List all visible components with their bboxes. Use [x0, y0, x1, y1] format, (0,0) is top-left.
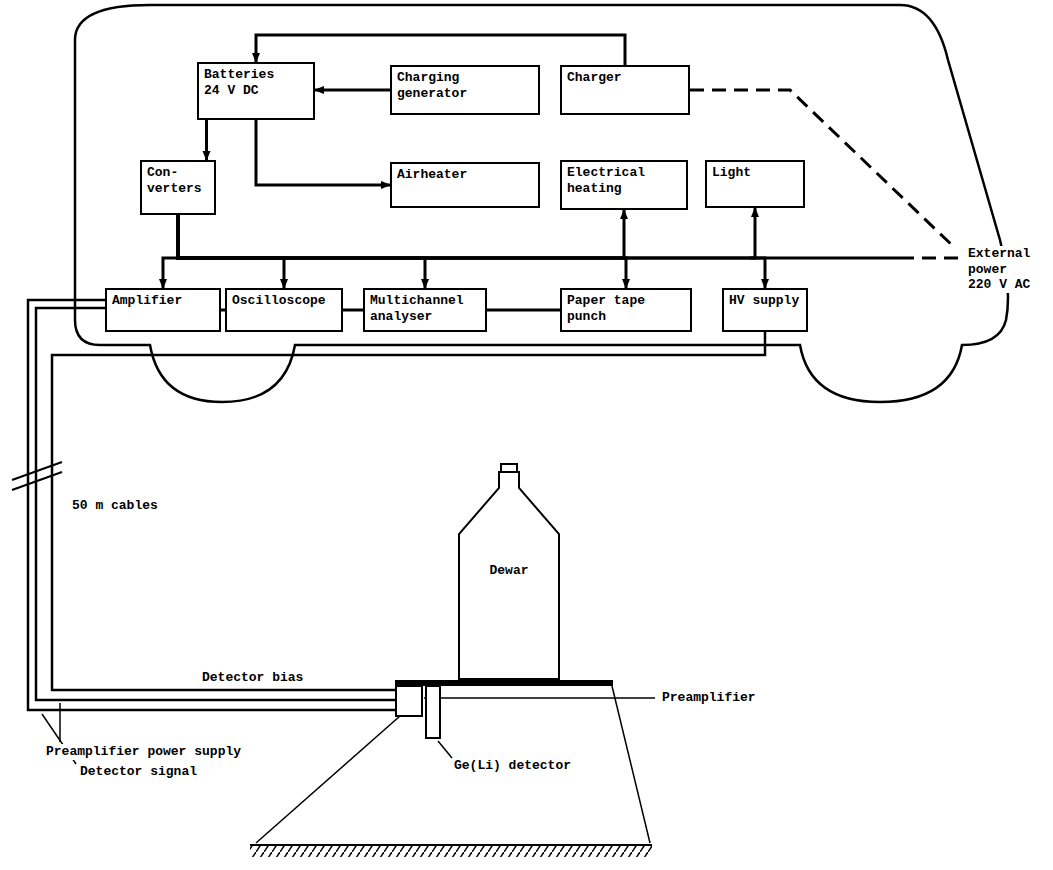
power-connector [163, 215, 178, 288]
box-label: Light [712, 165, 798, 181]
box-label: Oscilloscope [232, 293, 336, 309]
callout-label: External power 220 V AC [966, 246, 1032, 293]
power-connector [178, 215, 626, 288]
van-outline [75, 5, 1008, 402]
break-mark [12, 462, 62, 490]
signal-line [343, 309, 363, 312]
equipment-box: Oscilloscope [225, 288, 343, 332]
power-connector [256, 35, 625, 65]
power-connector [205, 120, 208, 160]
signal-line [487, 309, 560, 312]
equipment-box: Con- verters [140, 160, 216, 215]
equipment-box: Light [705, 160, 805, 208]
equipment-box: HV supply [722, 288, 808, 332]
box-label: HV supply [729, 293, 801, 309]
power-connector [178, 215, 284, 288]
callout-label: Preamplifier power supply [44, 744, 243, 760]
power-connector [178, 208, 755, 258]
callout-label: Detector signal [78, 764, 199, 780]
ground-line [250, 844, 652, 846]
box-label: Amplifier [112, 293, 214, 309]
callout-label: 50 m cables [70, 498, 160, 514]
box-label: Charging generator [397, 70, 533, 103]
box-label: Paper tape punch [567, 293, 685, 326]
equipment-box: Multichannel analyser [363, 288, 487, 332]
equipment-box: Electrical heating [560, 160, 688, 210]
external-power-line [690, 90, 955, 248]
power-connector [178, 215, 425, 288]
box-label: Electrical heating [567, 165, 681, 198]
external-power-line [900, 257, 962, 260]
ground-hatch [250, 845, 652, 857]
equipment-box: Charger [560, 65, 690, 115]
equipment-box: Batteries 24 V DC [197, 62, 315, 120]
bus-line [750, 257, 900, 260]
power-connector [178, 215, 765, 288]
leader-line [42, 698, 655, 764]
view-cone [256, 686, 650, 843]
equipment-box: Charging generator [390, 65, 540, 115]
power-connector [178, 210, 624, 258]
callout-label: Preamplifier [660, 690, 758, 706]
box-label: Multichannel analyser [370, 293, 480, 326]
cable-bundle [28, 300, 765, 710]
equipment-box: Paper tape punch [560, 288, 692, 332]
box-label: Batteries 24 V DC [204, 67, 282, 100]
box-label: Airheater [397, 167, 533, 183]
callout-label: Detector bias [200, 670, 305, 686]
box-label: Charger [567, 70, 683, 86]
equipment-box: Amplifier [105, 288, 221, 332]
box-label: Con- verters [147, 165, 209, 198]
power-connector [315, 89, 390, 92]
equipment-box: Airheater [390, 162, 540, 208]
dewar-vessel: Dewar [455, 462, 563, 680]
preamplifier-box [396, 686, 422, 716]
detector-cylinder [426, 686, 440, 738]
vessel-label: Dewar [489, 563, 528, 579]
power-connector [256, 120, 390, 185]
callout-label: Ge(Li) detector [452, 758, 573, 774]
